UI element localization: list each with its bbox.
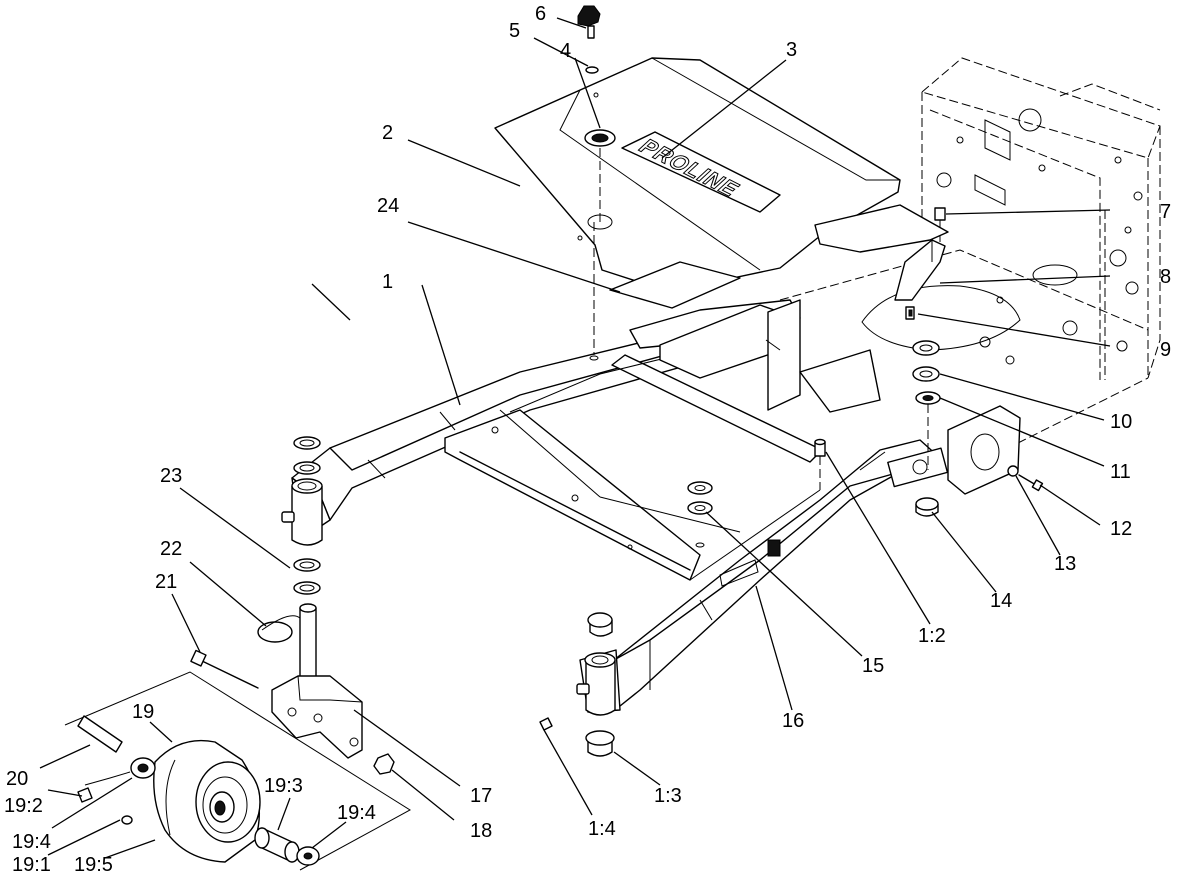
callout-labels: 6 5 4 3 2 24 1 7 8 9 10 11 12 13 14 1:2 … [4,3,1171,876]
callout-8: 8 [1160,266,1171,288]
callout-17: 17 [470,785,492,807]
callout-14: 14 [990,590,1012,612]
rear-frame-box [779,57,1161,495]
wheel [153,739,261,863]
callout-10: 10 [1110,411,1132,433]
callout-19-4-left: 19:4 [12,831,51,853]
callout-1: 1 [382,271,393,293]
callout-4: 4 [560,40,571,62]
callout-11: 11 [1110,461,1131,483]
right-caster-housing [539,612,616,757]
callout-13: 13 [1054,553,1076,575]
callout-1-3: 1:3 [654,785,682,807]
left-caster-assembly [64,436,411,871]
callout-19: 19 [132,701,154,723]
wheel-spacer [254,827,300,863]
callout-1-2: 1:2 [918,625,946,647]
callout-2: 2 [382,122,393,144]
callout-19-3: 19:3 [264,775,303,797]
callout-6: 6 [535,3,546,25]
callout-19-1: 19:1 [12,854,51,876]
callout-19-5: 19:5 [74,854,113,876]
callout-21: 21 [155,571,177,593]
callout-20: 20 [6,768,28,790]
leader-lines [39,17,1111,859]
callout-7: 7 [1160,201,1171,223]
callout-9: 9 [1160,339,1171,361]
callout-23: 23 [160,465,182,487]
callout-5: 5 [509,20,520,42]
callout-15: 15 [862,655,884,677]
callout-19-2: 19:2 [4,795,43,817]
callout-24: 24 [377,195,399,217]
callout-16: 16 [782,710,804,732]
callout-18: 18 [470,820,492,842]
main-frame [291,299,949,713]
callout-22: 22 [160,538,182,560]
callout-3: 3 [786,39,797,61]
callout-12: 12 [1110,518,1132,540]
callout-1-4: 1:4 [588,818,616,840]
callout-19-4-right: 19:4 [337,802,376,824]
right-hardware [687,207,1044,548]
